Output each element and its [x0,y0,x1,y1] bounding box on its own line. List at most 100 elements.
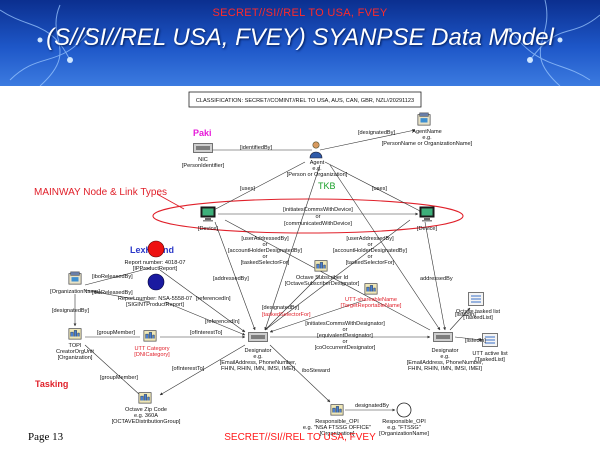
edge-label-user-addressed-left: [userAddressedBy] [241,236,289,242]
octave-tasked-label-0: Octave tasked list [456,309,501,315]
node-utt-active-list: UTT active list [TaskedList] [472,333,508,363]
edge-label-user-addressed-right: [userAddressedBy] [346,236,394,242]
edge-cross-1 [224,219,431,331]
octave-subscriber-label-0: Octave Subscriber Id [296,275,348,281]
device-left-monitor-icon [200,206,216,222]
node-designator-right: Designator e.g. [EmailAddress, PhoneNumb… [407,332,484,372]
edge-label-tasked-selector-left: [taskedSelectorFor] [241,260,290,266]
agentname-label-0: AgentName [412,129,442,135]
opi-org-label-2: [Organization] [320,431,355,437]
edge-label-initiates-comms: [initiatesCommsWithDevice] [283,207,353,213]
report-ip-label-0: Report number: 4018-07 [125,260,186,266]
edge-label-or-3: or [263,254,268,260]
report-ip-label-1: [IPProductReport] [133,266,178,272]
device-right-label: [Device] [417,226,438,232]
edge-label-addressed-by-right: addressedBy [420,276,453,282]
edge-label-designated-by-bottom: designatedBy [355,403,389,409]
edge-label-referenced-in-1: [referencedIn] [196,296,231,302]
utt-shareable-icon [364,283,378,295]
edge-topi-octavezip [84,344,141,396]
edge-label-initiates-comms-designator: [initiatesCommsWithDesignator] [305,321,385,327]
edge-cross-2 [264,219,411,331]
edge-label-tasked-selector-right: [taskedSelectorFor] [346,260,395,266]
node-octave-subscriber: Octave Subscriber Id [OctaveSubscriberDe… [285,260,360,287]
designator-center-label-0: Designator [244,348,271,354]
designator-center-label-2: [EmailAddress, PhoneNumber, [220,360,297,366]
agentname-icon [417,112,431,126]
opi-org-label-1: e.g. "NSA FTSSG OFFICE" [303,425,371,431]
edge-label-of-interest-2: [ofInterestTo] [172,366,205,372]
edge-label-or-1: or [316,214,321,220]
edge-label-or-4: or [368,242,373,248]
node-report-sigint: Report number: NSA-5558-07 [SIGINTProduc… [118,273,192,308]
content-panel [0,86,600,450]
edges-layer [73,129,483,412]
node-nic: NIC [PersonIdentifier] [182,143,225,169]
device-right-monitor-icon [419,206,435,222]
edge-label-or-6: or [343,327,348,333]
organization-name-label: [OrganizationName] [50,289,100,295]
edge-label-communicated-with: [communicatedWithDevice] [284,221,352,227]
edge-label-or-5: or [368,254,373,260]
report-sigint-label-0: Report number: NSA-5558-07 [118,296,192,302]
nic-chip-icon [193,143,213,153]
edge-label-listed-in-2: [listedIn] [465,338,486,344]
octave-subscriber-icon [314,260,328,272]
node-agentname: AgentName e.g. [PersonName or Organizati… [382,112,473,147]
node-agent: Agent e.g. [Person or Organization] [287,141,348,178]
edge-agent-designator-right [329,164,441,331]
utt-active-label-1: [TaskedList] [475,357,505,363]
edge-designator-octavezip [159,344,246,396]
organization-name-icon [68,271,82,285]
edge-designator-opi [269,344,331,403]
callout-tasking: Tasking [35,379,68,389]
agent-label-2: [Person or Organization] [287,172,348,178]
node-octave-tasked-list: Octave tasked list [TaskedList] [456,292,501,321]
opi-name-label-1: e.g. "FTSSG" [387,425,421,431]
topi-label-1: CreatorOrgUnit [56,349,94,355]
edge-device-designator-left [214,221,256,331]
topi-org-icon [68,328,82,340]
edge-label-account-holder-left: [accountHolderDesignatedBy] [228,248,302,254]
edge-label-group-member-1: [groupMember] [97,330,135,336]
utt-shareable-label-0: UTT-shareableName [345,297,397,303]
callout-mainway: MAINWAY Node & Link Types [34,187,167,198]
edge-designator-uttlist [454,336,483,342]
edge-label-designated-by-mid: [designatedBy] [262,305,299,311]
classification-banner-bottom: SECRET//SI//REL TO USA, FVEY [224,432,376,443]
edge-label-referenced-in-2: [referencedIn] [205,319,240,325]
agentname-label-2: [PersonName or OrganizationName] [382,141,473,147]
octave-subscriber-label-1: [OctaveSubscriberDesignator] [285,281,360,287]
designator-right-label-0: Designator [431,348,458,354]
edge-label-designated-by-org: [designatedBy] [52,308,89,314]
utt-category-label-1: [DNICategory] [134,352,170,358]
node-topi: TOPI CreatorOrgUnit [Organization] [56,328,94,361]
utt-category-label-0: UTT Category [134,346,169,352]
edge-label-ibo-released-by-2: [iboReleasedBy] [92,290,133,296]
callout-paki: Paki [193,128,212,138]
edge-org-report-ip [84,267,151,286]
mainway-ellipse [152,198,464,234]
node-device-left: [Device] [198,206,219,232]
node-utt-category: UTT Category [DNICategory] [134,330,170,358]
topi-label-2: [Organization] [58,355,93,361]
designator-center-label-1: e.g. [253,354,263,360]
utt-category-icon [143,330,157,342]
designator-right-chip-icon [433,332,453,342]
edge-label-ibo-released-by-1: [iboReleasedBy] [92,274,133,280]
edge-label-uses-left: [uses] [240,186,255,192]
opi-name-label-2: [OrganizationName] [379,431,429,437]
designator-center-chip-icon [248,332,268,342]
edge-agent-device-right [324,161,423,213]
edge-agent-designator-center [264,164,321,331]
edge-agent-agentname [319,129,416,151]
edge-octave-designator [264,274,321,331]
edge-report-sigint [164,301,246,336]
designator-center-label-3: FHIN, RHIN, IMN, IMSI, IMEI] [221,366,295,372]
edge-label-co-occurrent: [coOccurrentDesignator] [315,345,376,351]
classification-box-text: CLASSIFICATION: SECRET//COMINT//REL TO U… [196,98,414,104]
agentname-label-1: e.g. [422,135,432,141]
header-network-art [0,0,600,87]
page-number: Page 13 [28,431,64,443]
callout-tkb: TKB [318,181,336,191]
